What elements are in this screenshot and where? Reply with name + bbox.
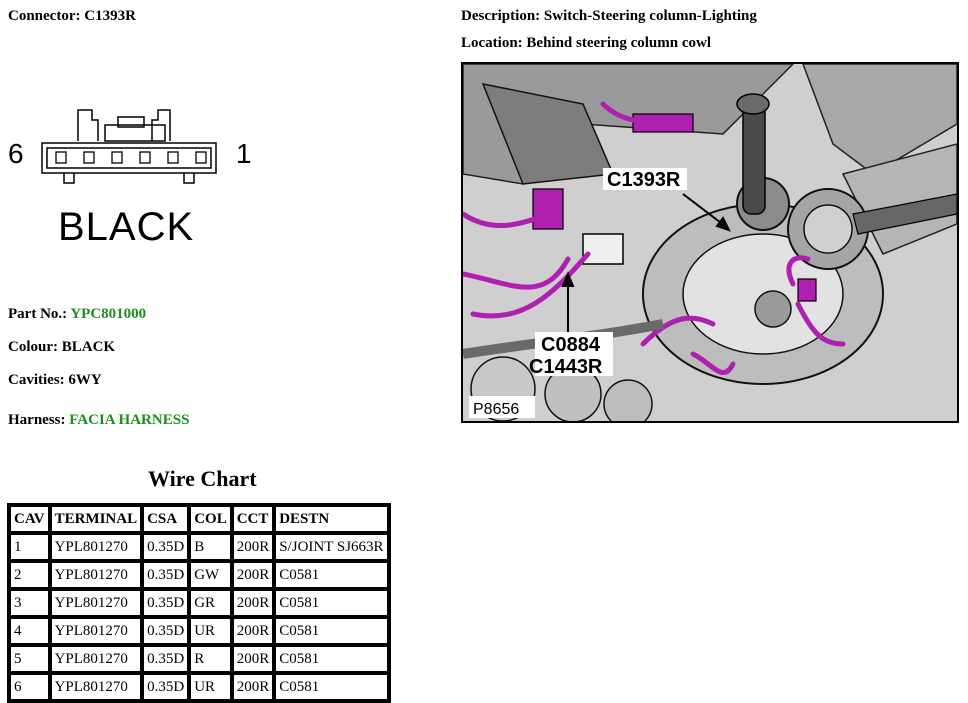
cell-terminal: YPL801270: [49, 589, 143, 617]
col-destn: DESTN: [274, 505, 389, 533]
cell-csa: 0.35D: [142, 561, 190, 589]
table-row: 1 YPL801270 0.35D B 200R S/JOINT SJ663R: [9, 533, 389, 561]
table-header-row: CAV TERMINAL CSA COL CCT DESTN: [9, 505, 389, 533]
cell-terminal: YPL801270: [49, 617, 143, 645]
steering-column-drawing: C1393R C0884 C1443R P8656: [463, 64, 957, 421]
cavities-label: Cavities: 6WY: [8, 372, 102, 388]
cell-cct: 200R: [231, 589, 275, 617]
cell-csa: 0.35D: [142, 673, 190, 701]
table-row: 3 YPL801270 0.35D GR 200R C0581: [9, 589, 389, 617]
col-cct: CCT: [231, 505, 275, 533]
cell-csa: 0.35D: [142, 533, 190, 561]
description-label: Description: Switch-Steering column-Ligh…: [461, 8, 757, 24]
cell-cct: 200R: [231, 645, 275, 673]
cell-csa: 0.35D: [142, 645, 190, 673]
cell-csa: 0.35D: [142, 589, 190, 617]
cell-col: R: [189, 645, 232, 673]
part-number-label: Part No.:: [8, 306, 71, 322]
cell-cav: 4: [9, 617, 50, 645]
cell-cct: 200R: [231, 617, 275, 645]
col-terminal: TERMINAL: [49, 505, 143, 533]
part-number: Part No.: YPC801000: [8, 306, 146, 323]
cell-destn: C0581: [274, 589, 389, 617]
location-illustration: C1393R C0884 C1443R P8656: [461, 62, 959, 423]
cell-cct: 200R: [231, 673, 275, 701]
location-label: Location: Behind steering column cowl: [461, 35, 711, 51]
callout-c0884: C0884: [541, 334, 601, 356]
harness-value: FACIA HARNESS: [69, 412, 190, 428]
cell-col: UR: [189, 617, 232, 645]
cell-cct: 200R: [231, 561, 275, 589]
cell-col: GW: [189, 561, 232, 589]
cell-cav: 2: [9, 561, 50, 589]
connector-color-text: BLACK: [58, 205, 195, 249]
cell-destn: C0581: [274, 561, 389, 589]
cell-terminal: YPL801270: [49, 673, 143, 701]
part-number-value: YPC801000: [70, 306, 147, 322]
cell-terminal: YPL801270: [49, 645, 143, 673]
colour-label: Colour: BLACK: [8, 339, 116, 355]
col-cav: CAV: [9, 505, 50, 533]
harness-label: Harness:: [8, 412, 70, 428]
cell-cav: 6: [9, 673, 50, 701]
callout-c1443r: C1443R: [529, 356, 603, 378]
figure-ref: P8656: [473, 401, 519, 418]
callout-c1393r: C1393R: [607, 169, 681, 191]
cell-destn: C0581: [274, 673, 389, 701]
cell-destn: S/JOINT SJ663R: [274, 533, 389, 561]
cell-cav: 1: [9, 533, 50, 561]
wire-chart-table: CAV TERMINAL CSA COL CCT DESTN 1 YPL8012…: [7, 503, 391, 703]
pin-6-label: 6: [8, 138, 24, 169]
table-row: 4 YPL801270 0.35D UR 200R C0581: [9, 617, 389, 645]
cell-terminal: YPL801270: [49, 533, 143, 561]
cell-col: GR: [189, 589, 232, 617]
connector-face-drawing: [41, 109, 217, 184]
harness: Harness: FACIA HARNESS: [8, 412, 189, 429]
col-col: COL: [189, 505, 232, 533]
wire-chart-title: Wire Chart: [148, 466, 257, 491]
cell-col: B: [189, 533, 232, 561]
cell-col: UR: [189, 673, 232, 701]
cell-terminal: YPL801270: [49, 561, 143, 589]
connector-label: Connector: C1393R: [8, 8, 136, 24]
pin-1-label: 1: [236, 138, 252, 169]
col-csa: CSA: [142, 505, 190, 533]
cell-cav: 5: [9, 645, 50, 673]
table-row: 2 YPL801270 0.35D GW 200R C0581: [9, 561, 389, 589]
cell-csa: 0.35D: [142, 617, 190, 645]
table-row: 6 YPL801270 0.35D UR 200R C0581: [9, 673, 389, 701]
cell-destn: C0581: [274, 617, 389, 645]
cell-cav: 3: [9, 589, 50, 617]
table-row: 5 YPL801270 0.35D R 200R C0581: [9, 645, 389, 673]
cell-cct: 200R: [231, 533, 275, 561]
cell-destn: C0581: [274, 645, 389, 673]
